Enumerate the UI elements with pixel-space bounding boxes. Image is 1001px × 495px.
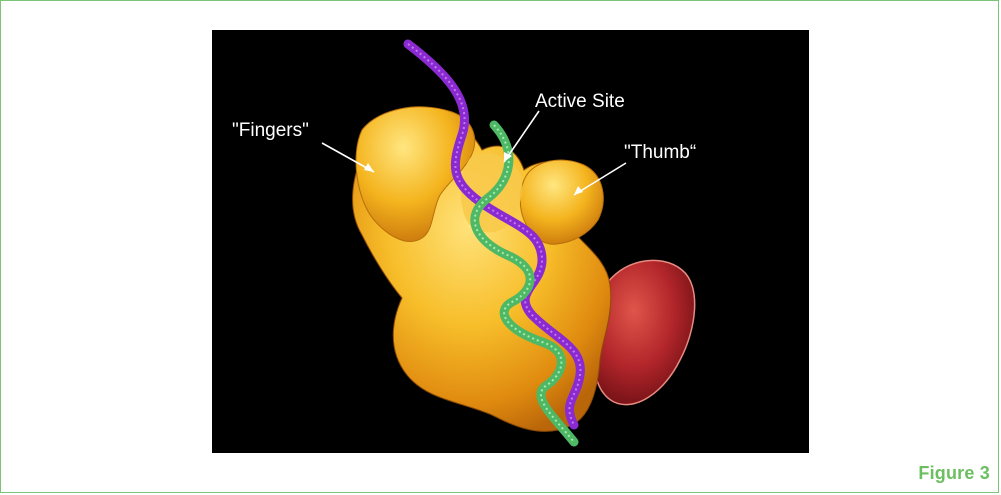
label-fingers: "Fingers" (232, 120, 309, 141)
polymerase-svg: "Fingers" Active Site "Thumb“ (212, 30, 809, 453)
polymerase-illustration: "Fingers" Active Site "Thumb“ (212, 30, 809, 453)
label-thumb: "Thumb“ (624, 142, 696, 163)
label-active-site: Active Site (535, 91, 625, 112)
figure-caption: Figure 3 (918, 463, 990, 484)
active-site-arrow (504, 111, 539, 162)
